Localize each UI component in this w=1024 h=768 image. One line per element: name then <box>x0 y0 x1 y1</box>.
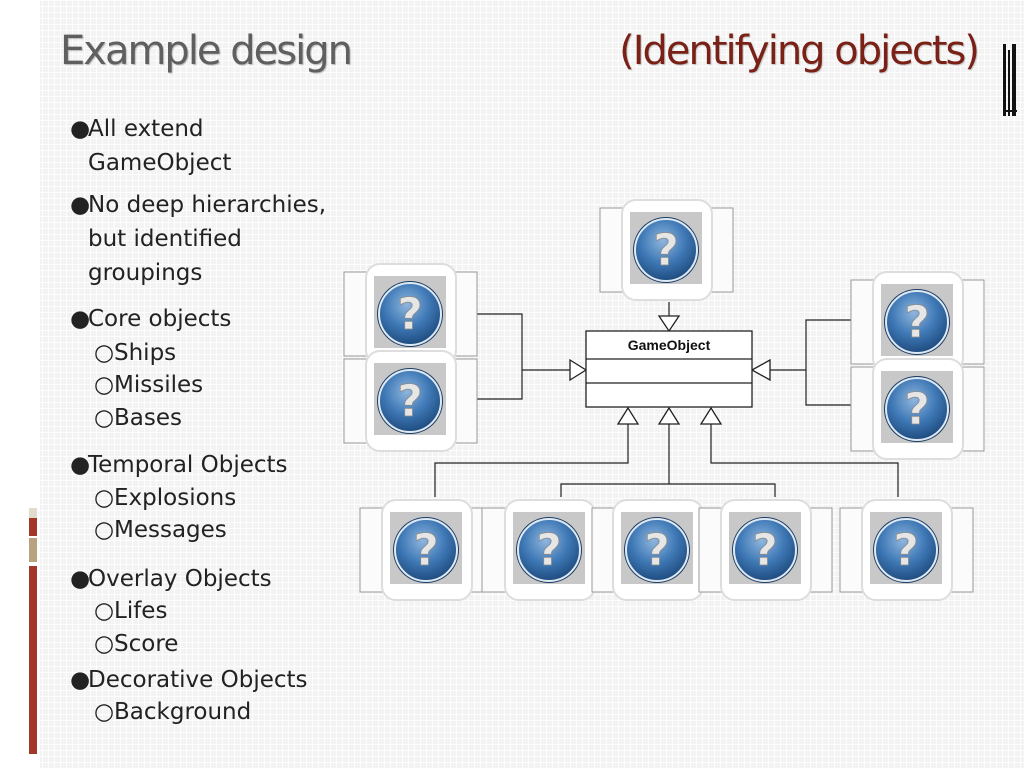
inheritance-arrow <box>699 406 723 425</box>
accent-bar-red <box>29 566 37 754</box>
unknown-object-tile: ? <box>359 499 494 601</box>
connector-line <box>434 424 629 497</box>
question-glyph: ? <box>536 525 562 576</box>
sub-bullet-marker: ○ <box>94 517 115 543</box>
sub-bullet-item: ○Score <box>70 627 178 661</box>
question-glyph: ? <box>893 525 919 576</box>
question-glyph: ? <box>397 289 423 340</box>
bullet-text: Missiles <box>114 372 204 398</box>
unknown-object-tile: ? <box>343 263 478 365</box>
accent-bar-red-top <box>29 518 37 536</box>
sub-bullet-marker: ○ <box>94 405 115 431</box>
bullet-text: Explosions <box>114 485 237 511</box>
unknown-object-tile: ? <box>698 499 833 601</box>
bullet-item: ●Decorative Objects <box>70 663 308 697</box>
bullet-text: Bases <box>114 405 182 431</box>
gameobject-class-box <box>585 330 753 408</box>
question-glyph: ? <box>653 225 679 276</box>
bullet-marker: ● <box>70 667 91 693</box>
connector-line <box>805 319 851 406</box>
question-mark-icon <box>634 218 698 282</box>
sub-bullet-item: ○Ships <box>70 336 176 370</box>
sub-bullet-marker: ○ <box>94 699 115 725</box>
question-glyph: ? <box>904 384 930 435</box>
question-mark-icon <box>885 377 949 441</box>
bullet-text: Ships <box>114 340 177 366</box>
question-glyph: ? <box>904 297 930 348</box>
question-glyph: ? <box>644 525 670 576</box>
unknown-object-tile: ? <box>839 499 974 601</box>
bullet-text: GameObject <box>88 150 232 176</box>
bullet-text: but identified <box>88 226 242 252</box>
question-glyph: ? <box>413 525 439 576</box>
bullet-text: Temporal Objects <box>88 452 288 478</box>
sub-bullet-item: ○Explosions <box>70 481 236 515</box>
gameobject-class-name: GameObject <box>628 337 711 353</box>
bullet-text: Background <box>114 699 252 725</box>
connector-line <box>477 313 523 400</box>
bullet-text: Lifes <box>114 598 168 624</box>
bullet-marker: ● <box>70 306 91 332</box>
question-mark-icon <box>378 282 442 346</box>
bullet-text: Score <box>114 631 179 657</box>
slide-subtitle: (Identifying objects) <box>619 28 980 74</box>
sub-bullet-item: ○Messages <box>70 513 227 547</box>
question-glyph: ? <box>752 525 778 576</box>
inheritance-arrow <box>569 358 588 382</box>
bullet-marker: ● <box>70 116 91 142</box>
sub-bullet-item: ○Lifes <box>70 594 167 628</box>
question-mark-icon <box>517 518 581 582</box>
sub-bullet-marker: ○ <box>94 485 115 511</box>
inheritance-arrow <box>750 358 771 382</box>
sub-bullet-marker: ○ <box>94 631 115 657</box>
bullet-item: ●Temporal Objects <box>70 448 288 482</box>
connector-line <box>710 424 899 497</box>
question-mark-icon <box>625 518 689 582</box>
slide-title: Example design <box>60 28 353 74</box>
bullet-text: All extend <box>88 116 204 142</box>
bullet-item: ●Core objects <box>70 302 231 336</box>
sub-bullet-marker: ○ <box>94 340 115 366</box>
unknown-object-tile: ? <box>850 271 985 373</box>
unknown-object-tile: ? <box>850 358 985 460</box>
bullet-item: ●Overlay Objects <box>70 562 272 596</box>
bullet-text: No deep hierarchies, <box>88 192 327 218</box>
connector-line <box>560 483 776 497</box>
bullet-text: Messages <box>114 517 227 543</box>
question-mark-icon <box>394 518 458 582</box>
bullet-text: groupings <box>88 260 203 286</box>
accent-bar-light <box>29 508 37 518</box>
bullet-marker: ● <box>70 192 91 218</box>
question-mark-icon <box>733 518 797 582</box>
accent-bar-tan <box>29 538 37 562</box>
question-mark-icon <box>874 518 938 582</box>
sub-bullet-item: ○Background <box>70 695 251 729</box>
corner-decoration <box>1003 44 1017 116</box>
inheritance-arrow <box>657 315 681 333</box>
bullet-text: Core objects <box>88 306 232 332</box>
sub-bullet-marker: ○ <box>94 598 115 624</box>
bullet-text: Decorative Objects <box>88 667 308 693</box>
bullet-text: Overlay Objects <box>88 566 272 592</box>
question-mark-icon <box>378 369 442 433</box>
sub-bullet-item: ○Bases <box>70 401 182 435</box>
bullet-marker: ● <box>70 452 91 478</box>
unknown-object-tile: ? <box>343 350 478 452</box>
inheritance-arrow <box>616 406 640 425</box>
sub-bullet-marker: ○ <box>94 372 115 398</box>
inheritance-arrow <box>657 406 681 425</box>
unknown-object-tile: ? <box>599 199 734 301</box>
sub-bullet-item: ○Missiles <box>70 368 203 402</box>
question-mark-icon <box>885 290 949 354</box>
bullet-marker: ● <box>70 566 91 592</box>
question-glyph: ? <box>397 376 423 427</box>
bullet-item: ●No deep hierarchies, but identified group… <box>70 188 326 290</box>
